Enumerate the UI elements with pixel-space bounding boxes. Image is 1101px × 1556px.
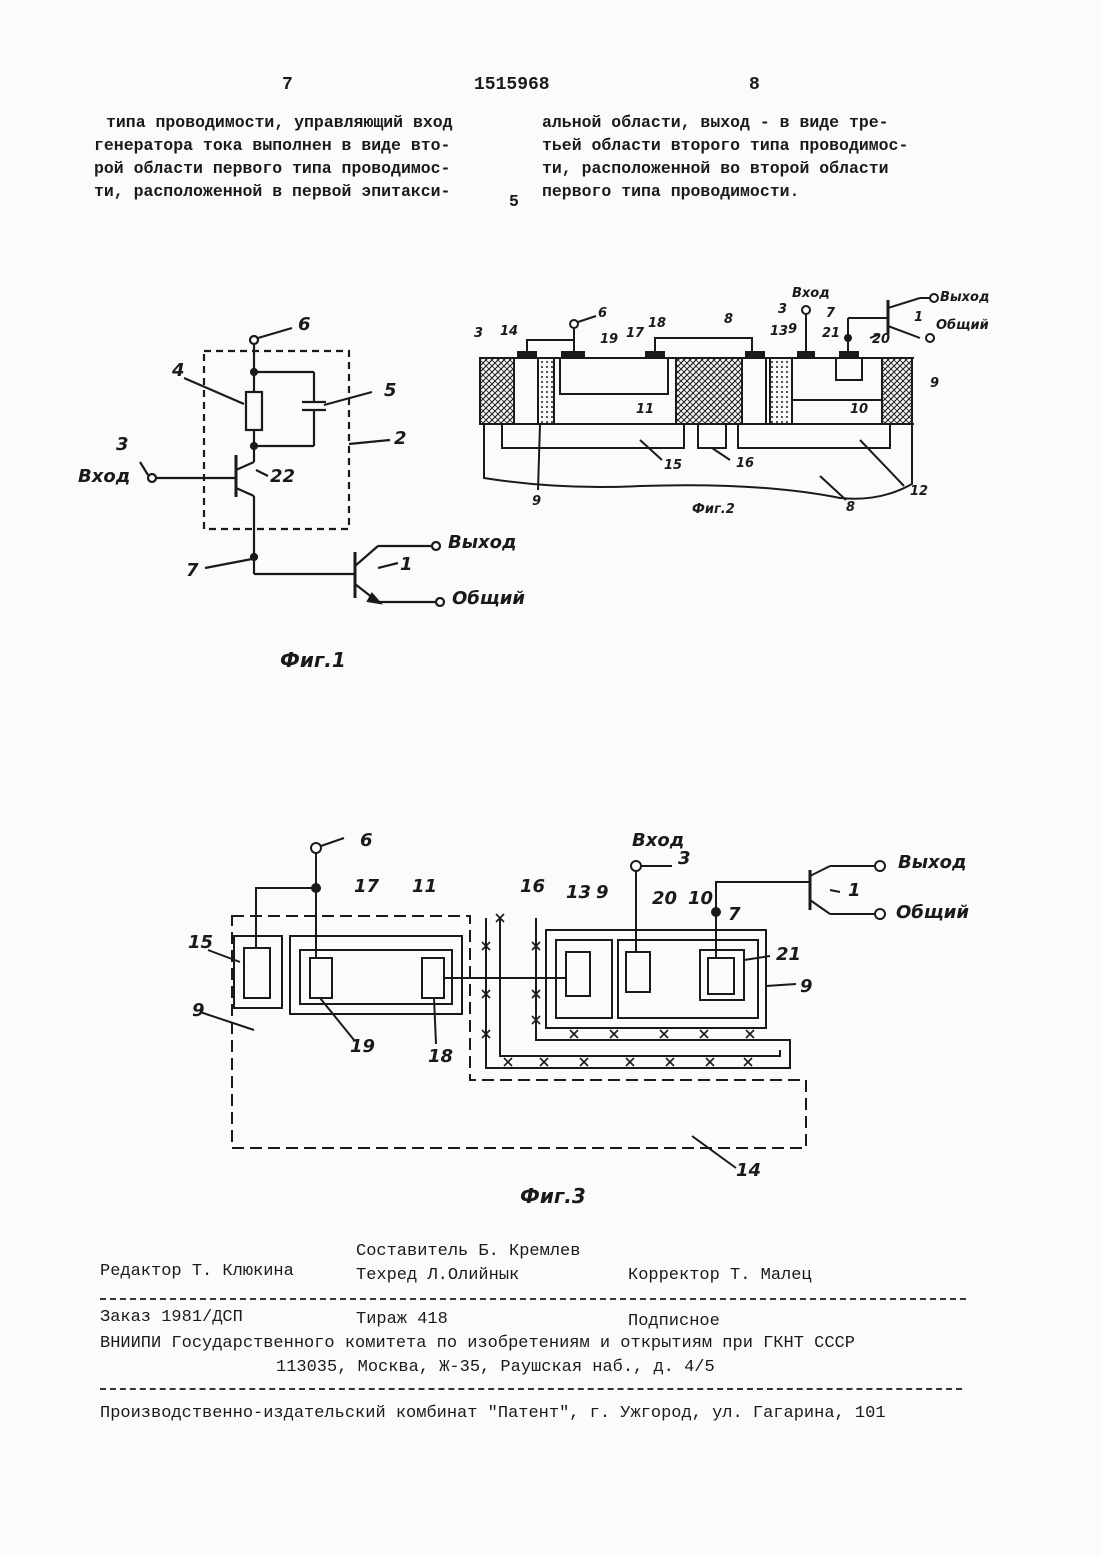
imprint-editor: Редактор Т. Клюкина [100, 1262, 294, 1281]
fig3-label-10: 10 [688, 888, 713, 909]
fig1-common-label: Общий [452, 588, 525, 609]
fig3-label-13: 13 [566, 882, 591, 903]
fig2-label-6: 6 [598, 306, 607, 321]
imprint-address: 113035, Москва, Ж-35, Раушская наб., д. … [276, 1358, 715, 1377]
fig1-terminal-6 [250, 336, 258, 344]
fig2-label-8-bottom: 8 [846, 500, 855, 515]
fig2-label-1: 1 [914, 310, 923, 325]
fig2-label-3-input: 3 [778, 302, 787, 317]
fig3-label-19: 19 [350, 1036, 375, 1057]
imprint-compiler: Составитель Б. Кремлев [356, 1242, 580, 1261]
fig2-label-17: 17 [626, 326, 644, 341]
fig1-label-7: 7 [186, 560, 199, 581]
fig2-label-16: 16 [736, 456, 754, 471]
fig3-label-9-left: 9 [192, 1000, 205, 1021]
fig2-label-14: 15 [664, 458, 682, 473]
fig1-label-4: 4 [172, 360, 185, 381]
fig2-label-11: 11 [636, 402, 654, 417]
fig2-label-21: 21 [822, 326, 840, 341]
fig3-label-6: 6 [360, 830, 373, 851]
fig3-label-11: 11 [412, 876, 437, 897]
fig3-label-18: 18 [428, 1046, 453, 1067]
imprint-order: Заказ 1981/ДСП [100, 1308, 243, 1327]
fig3-caption: Фиг.3 [520, 1184, 586, 1208]
fig2-label-9-bottom: 9 [532, 494, 541, 509]
fig2-label-3-left: 3 [474, 326, 483, 341]
fig2-label-10: 10 [850, 402, 868, 417]
fig3-label-1: 1 [848, 880, 861, 901]
fig3-label-16: 16 [520, 876, 545, 897]
fig3-common-label: Общий [896, 902, 969, 923]
fig1-label-6: 6 [298, 314, 311, 335]
fig2-common-label: Общий [936, 318, 989, 333]
fig3-output-label: Выход [898, 852, 967, 873]
fig2-structure [480, 294, 938, 500]
imprint-separator-2 [100, 1388, 962, 1390]
imprint-subscription: Подписное [628, 1312, 720, 1331]
fig2-label-9-right: 9 [930, 376, 939, 391]
fig3-label-15: 15 [188, 932, 213, 953]
fig3-label-20: 20 [652, 888, 677, 909]
fig3-label-21: 21 [776, 944, 801, 965]
fig3-label-9-top: 9 [596, 882, 609, 903]
imprint-separator-1 [100, 1298, 966, 1300]
fig3-label-3: 3 [678, 848, 691, 869]
fig1-label-5: 5 [384, 380, 397, 401]
fig2-label-19: 19 [600, 332, 618, 347]
fig1-output-label: Выход [448, 532, 517, 553]
imprint-corrector: Корректор Т. Малец [628, 1266, 812, 1285]
imprint-circulation: Тираж 418 [356, 1310, 448, 1329]
fig3-label-9-right: 9 [800, 976, 813, 997]
fig2-label-7: 7 [826, 306, 835, 321]
fig2-label-18: 18 [648, 316, 666, 331]
fig1-resistor-4 [246, 392, 262, 430]
fig1-label-3: 3 [116, 434, 129, 455]
fig1-label-22: 22 [270, 466, 295, 487]
fig2-label-8-top: 8 [724, 312, 733, 327]
fig2-label-20: 20 [872, 332, 890, 347]
fig3-input-label: Вход [632, 830, 684, 851]
fig1-label-1: 1 [400, 554, 413, 575]
fig2-label-15: 14 [500, 324, 518, 339]
fig1-generator-box [204, 351, 349, 529]
fig3-label-17: 17 [354, 876, 379, 897]
fig1-caption: Фиг.1 [280, 648, 346, 672]
fig2-output-label: Выход [940, 290, 989, 305]
fig2-label-9-top: 9 [788, 322, 797, 337]
fig2-input-label: Вход [792, 286, 830, 301]
fig1-terminal-input [148, 474, 156, 482]
imprint-publisher: Производственно-издательский комбинат "П… [100, 1404, 886, 1423]
imprint-techred: Техред Л.Олийнык [356, 1266, 519, 1285]
fig3-label-7: 7 [728, 904, 741, 925]
fig2-label-13: 13 [770, 324, 788, 339]
fig2-label-12: 12 [910, 484, 928, 499]
fig1-input-label: Вход [78, 466, 130, 487]
imprint-org: ВНИИПИ Государственного комитета по изоб… [100, 1334, 855, 1353]
fig3-label-14: 14 [736, 1160, 761, 1181]
fig2-caption: Фиг.2 [692, 502, 735, 517]
fig1-label-2: 2 [394, 428, 407, 449]
